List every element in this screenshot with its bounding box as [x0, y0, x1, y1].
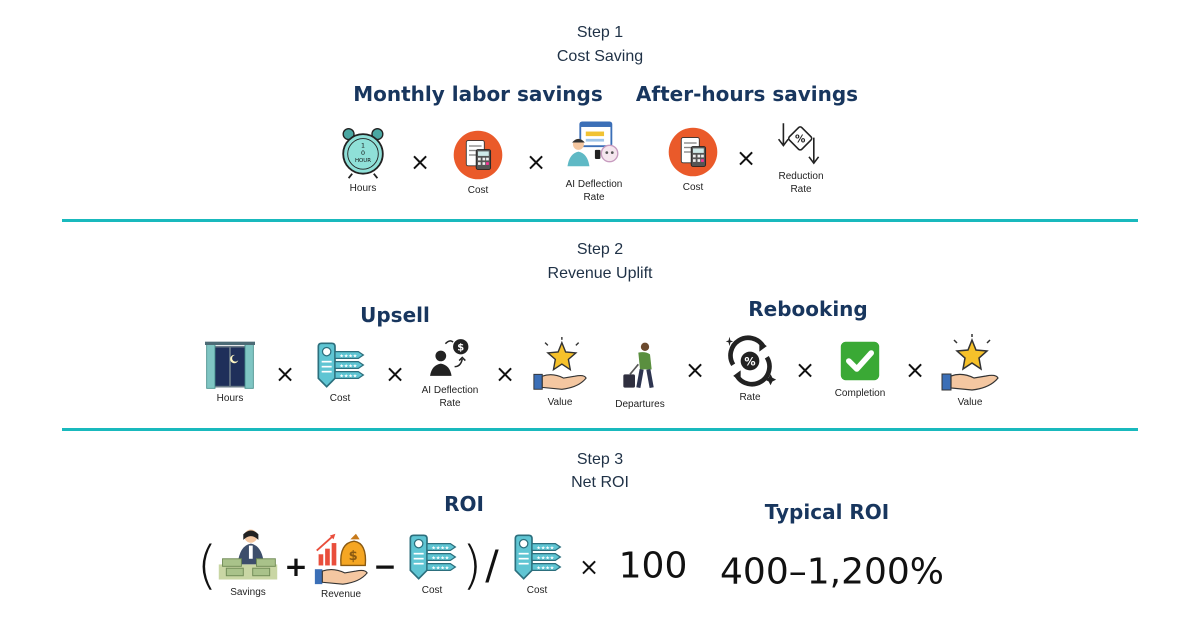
person-dollar-icon [424, 336, 476, 382]
step2-rate-label: Rate [739, 392, 761, 403]
percent-down-icon [774, 120, 828, 168]
after-hours-heading: After-hours savings [635, 82, 859, 106]
plus-operator: + [284, 550, 308, 583]
price-tag-icon [309, 340, 371, 390]
night-window-icon [205, 340, 255, 390]
open-parenthesis: ( [196, 536, 218, 596]
step3-cost-label: Cost [421, 585, 443, 596]
multiply-operator: × [384, 360, 406, 388]
typical-roi-heading: Typical ROI [764, 500, 890, 524]
minus-operator: − [373, 550, 397, 583]
step3-divisor-cost-label: Cost [526, 585, 548, 596]
checkmark-icon [835, 337, 885, 385]
price-tag-icon [401, 532, 463, 582]
rebooking-heading: Rebooking [748, 297, 868, 321]
roi-heading: ROI [444, 492, 484, 516]
hundred-value: 100 [618, 545, 688, 587]
multiply-operator: × [684, 356, 706, 384]
step2-subtitle: Revenue Uplift [547, 265, 653, 282]
step2-rebooking-value-label: Value [957, 397, 983, 408]
multiply-operator: × [794, 356, 816, 384]
step2-hours-label: Hours [216, 393, 244, 404]
close-parenthesis: ) [461, 536, 483, 596]
step1-subtitle: Cost Saving [556, 48, 644, 65]
calculator-icon [451, 128, 505, 182]
multiply-operator: × [578, 553, 600, 581]
hand-star-icon [940, 334, 1000, 394]
step3-cost-item: Cost [377, 532, 487, 597]
step3-title: Step 3 [576, 451, 624, 468]
calculator-icon [666, 125, 720, 179]
step3-revenue-item: Revenue [286, 530, 396, 601]
step2-ai-deflection-label: AI Deflection Rate [421, 385, 479, 409]
step1-reduction-rate-item: Reduction Rate [746, 120, 856, 196]
step3-divisor-cost-item: Cost [482, 532, 592, 597]
step2-rebooking-value-item: Value [915, 334, 1025, 409]
step2-departures-item: Departures [585, 336, 695, 411]
step1-hours-label: Hours [349, 183, 377, 194]
step1-ai-deflection-label: AI Deflection Rate [565, 179, 623, 203]
step2-rate-item: Rate [695, 333, 805, 404]
step3-savings-label: Savings [230, 587, 266, 598]
step2-hours-item: Hours [175, 340, 285, 405]
step2-value-label: Value [547, 397, 573, 408]
money-person-icon [215, 526, 281, 584]
step1-afterhours-cost-item: Cost [638, 125, 748, 194]
step2-cost-label: Cost [329, 393, 351, 404]
step2-departures-label: Departures [615, 399, 665, 410]
monthly-labor-heading: Monthly labor savings [353, 82, 603, 106]
step2-cost-item: Cost [285, 340, 395, 405]
step1-reduction-rate-label: Reduction Rate [778, 171, 824, 195]
step1-ai-deflection-item: AI Deflection Rate [539, 120, 649, 204]
step2-ai-deflection-item: AI Deflection Rate [395, 336, 505, 410]
step1-hours-item: Hours [308, 126, 418, 195]
price-tag-icon [506, 532, 568, 582]
step2-title: Step 2 [576, 241, 624, 258]
step3-revenue-label: Revenue [320, 589, 362, 600]
ai-agent-icon [562, 120, 626, 176]
multiply-operator: × [494, 360, 516, 388]
step1-title: Step 1 [576, 24, 624, 41]
step2-completion-item: Completion [805, 337, 915, 400]
money-bag-icon [313, 530, 369, 586]
traveler-icon [615, 336, 665, 396]
section-divider [62, 219, 1138, 222]
hand-star-icon [532, 336, 588, 394]
divide-operator: / [485, 543, 499, 589]
step1-afterhours-cost-label: Cost [682, 182, 704, 193]
step2-value-item: Value [505, 336, 615, 409]
typical-roi-value: 400–1,200% [720, 551, 944, 593]
percent-cycle-icon [722, 333, 778, 389]
clock-hour-icon [336, 126, 390, 180]
step1-cost-item: Cost [423, 128, 533, 197]
section-divider [62, 428, 1138, 431]
multiply-operator: × [409, 148, 431, 176]
step3-subtitle: Net ROI [571, 474, 629, 491]
multiply-operator: × [274, 360, 296, 388]
step1-cost-label: Cost [467, 185, 489, 196]
multiply-operator: × [525, 148, 547, 176]
multiply-operator: × [735, 144, 757, 172]
multiply-operator: × [904, 356, 926, 384]
step2-completion-label: Completion [834, 388, 886, 399]
upsell-heading: Upsell [360, 303, 430, 327]
step3-savings-item: Savings [193, 526, 303, 599]
